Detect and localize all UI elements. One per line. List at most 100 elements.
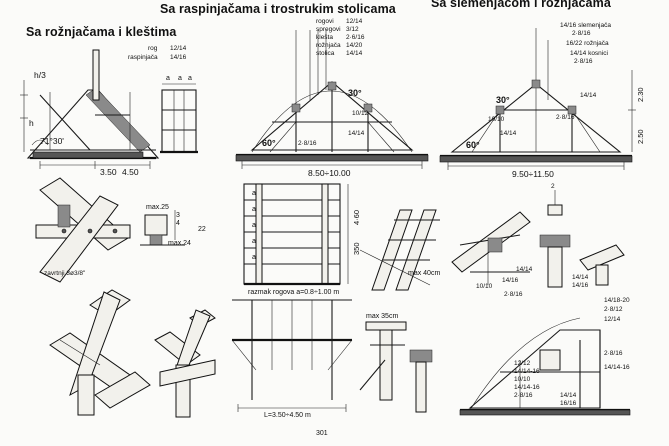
bottom-callout-1: 14/18-20 <box>604 297 630 304</box>
detail-max25: max.25 <box>146 204 169 211</box>
bottom-callout-5: 14/14-16 <box>604 364 630 371</box>
callout-purlin: rožnjača <box>316 42 341 49</box>
left-3d-joint-b <box>154 309 216 418</box>
page-number: 301 <box>316 430 328 437</box>
bottom-callout-4: 2·8/16 <box>604 350 623 357</box>
dim-span-2: 4.50 <box>122 167 139 177</box>
center-label-1414: 14/14 <box>348 130 365 137</box>
right-detail-1416: 14/16 <box>502 277 519 284</box>
right-height-2: 2.50 <box>636 129 645 144</box>
left-joint-detail <box>35 177 131 283</box>
rung-a-3: a <box>252 222 256 229</box>
right-side-detail <box>579 244 625 286</box>
center-angle-60: 60° <box>262 138 276 148</box>
bottom-inner-6: 14/14 <box>560 392 577 399</box>
spacing-note: razmak rogova a=0.8÷1.00 m <box>248 289 340 296</box>
heading-strutted-triple: Sa raspinjačama i trostrukim stolicama <box>160 2 396 16</box>
callout-braces: spregovi <box>316 26 341 33</box>
right-detail-1414: 14/14 <box>516 266 533 273</box>
small-max-note: max 35cm <box>366 313 399 320</box>
callout-rafters: rogovi <box>316 18 334 25</box>
bottom-inner-7: 16/16 <box>560 400 577 407</box>
detail-a-2: a <box>178 75 182 82</box>
callout-strut: raspinjača <box>128 54 158 61</box>
bolt-note: zavrtnji 3ø3/8" <box>44 270 86 277</box>
right-post-detail <box>539 190 571 288</box>
detail-4: 4 <box>176 220 180 227</box>
callout-2816-a: 2·8/16 <box>572 30 591 37</box>
callout-2816-b: 2·8/16 <box>574 58 593 65</box>
length-note: L=3.50÷4.50 m <box>264 412 311 419</box>
dim-angle: 71°30' <box>40 136 64 146</box>
right-bottom-section <box>459 317 631 416</box>
right-detail-2: 2 <box>551 183 555 190</box>
right-eave-detail <box>451 211 531 285</box>
detail-max24: max.24 <box>168 240 191 247</box>
bottom-inner-4: 14/14-16 <box>514 384 540 391</box>
callout-post: stolica <box>316 50 335 57</box>
detail-3: 3 <box>176 212 180 219</box>
right-span: 9.50÷11.50 <box>512 169 554 179</box>
center-label-1012: 10/12 <box>352 110 369 117</box>
bottom-inner-3: 10/10 <box>514 376 531 383</box>
callout-collar: kleštа <box>316 34 333 41</box>
callout-braces-size: 3/12 <box>346 26 359 33</box>
right-detail-2816: 2·8/16 <box>504 291 523 298</box>
heading-rafters-scissors: Sa rožnjačama i kleštima <box>26 25 177 39</box>
rung-a-5: a <box>252 254 256 261</box>
center-side-dim: 350 <box>352 242 361 255</box>
callout-purlin-right: 16/22 rožnjača <box>566 40 609 47</box>
max-note: max 40cm <box>408 270 441 277</box>
right-label-2816: 2·8/16 <box>556 114 575 121</box>
right-label-1010: 10/10 <box>488 116 505 123</box>
dim-span-1: 3.50 <box>100 167 117 177</box>
bottom-inner-5: 2·8/16 <box>514 392 533 399</box>
right-angle-60: 60° <box>466 140 480 150</box>
right-angle-30: 30° <box>496 95 510 105</box>
callout-strut-size: 14/16 <box>170 54 187 61</box>
bottom-inner-1: 12/12 <box>514 360 531 367</box>
center-label-2816: 2·8/16 <box>298 140 317 147</box>
right-detail-1010: 10/10 <box>476 283 493 290</box>
right-label-1414-b: 14/14 <box>500 130 517 137</box>
callout-post-size: 14/14 <box>346 50 363 57</box>
left-section-detail <box>140 210 185 246</box>
callout-ridge: 14/16 slemenjača <box>560 22 611 29</box>
right-detail-1414-b: 14/14 <box>572 274 589 281</box>
callout-braces-right: 14/14 kosnici <box>570 50 608 57</box>
center-bottom-elevation <box>231 299 353 412</box>
dim-h-third: h/3 <box>34 70 46 80</box>
callout-rafter-size: 12/14 <box>170 45 187 52</box>
bottom-inner-2: 14/14-16 <box>514 368 540 375</box>
left-3d-joint-a <box>49 289 151 416</box>
bottom-callout-2: 2·8/12 <box>604 306 623 313</box>
left-side-elevation <box>160 83 198 154</box>
center-post-detail <box>359 321 433 413</box>
rung-a-2: a <box>252 206 256 213</box>
right-roof-section <box>439 28 636 170</box>
center-rafter-elevation <box>243 183 349 286</box>
detail-22: 22 <box>198 226 206 233</box>
center-angle-30: 30° <box>348 88 362 98</box>
callout-purlin-size: 14/20 <box>346 42 363 49</box>
right-detail-1416-b: 14/16 <box>572 282 589 289</box>
detail-a-1: a <box>166 75 170 82</box>
detail-a-3: a <box>188 75 192 82</box>
right-height-1: 2.30 <box>636 87 645 102</box>
callout-rafter: rog <box>148 45 158 52</box>
right-label-1414-a: 14/14 <box>580 92 597 99</box>
center-span: 8.50÷10.00 <box>308 168 351 178</box>
center-roof-section <box>235 30 429 169</box>
rung-a-1: a <box>252 190 256 197</box>
center-lattice <box>359 209 440 291</box>
callout-collar-size: 2·6/16 <box>346 34 365 41</box>
rung-a-4: a <box>252 238 256 245</box>
center-side-dim-2: 4·60 <box>352 209 361 225</box>
callout-rafters-size: 12/14 <box>346 18 363 25</box>
left-roof-section <box>20 49 160 169</box>
bottom-callout-3: 12/14 <box>604 316 621 323</box>
heading-ridge-rafters: Sa slemenjačom i rožnjačama <box>431 0 611 10</box>
dim-h: h <box>29 118 34 128</box>
